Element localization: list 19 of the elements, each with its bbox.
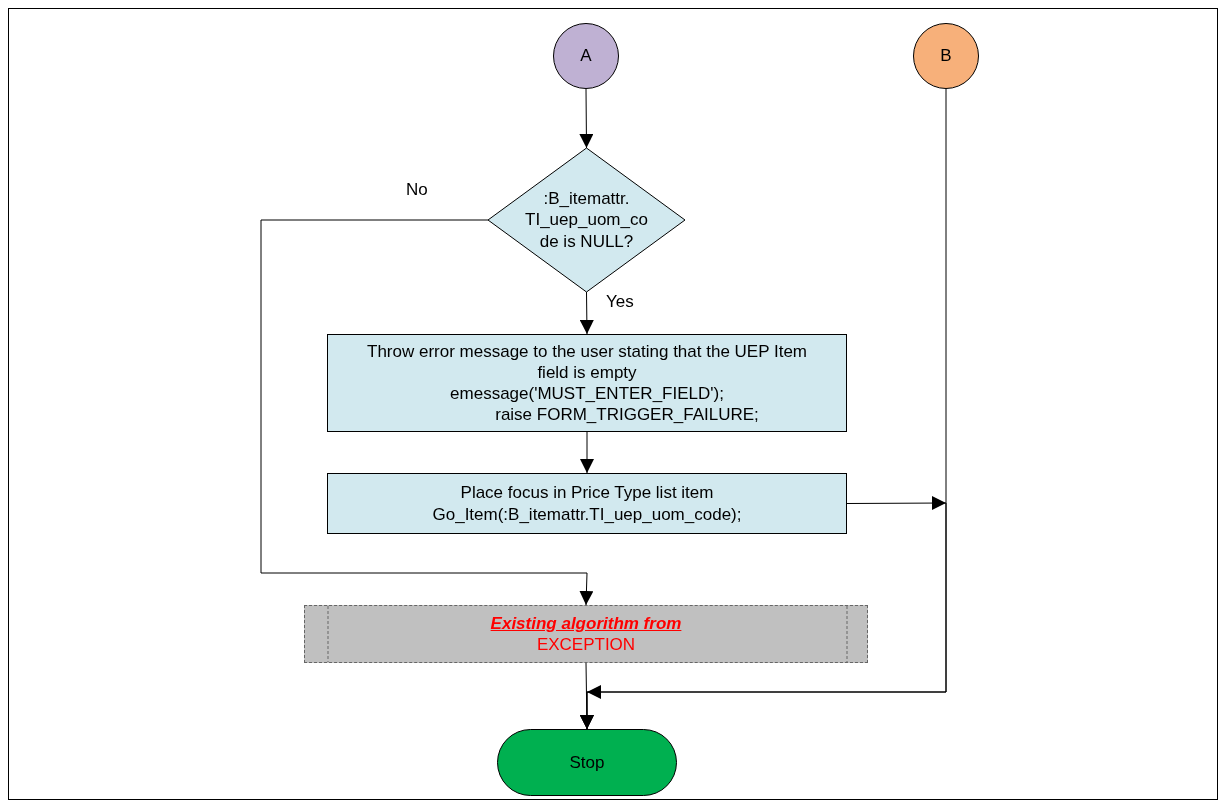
node-text: EXCEPTION — [536, 634, 636, 656]
code-text: Go_Item(:B_itemattr.TI_uep_uom_code); — [432, 503, 742, 525]
node-text: Existing algorithm from — [490, 612, 682, 634]
node-text: A — [580, 45, 592, 67]
node-text: :B_itemattr. TI_uep_uom_co de is NULL? — [524, 188, 649, 252]
node-text: Place focus in Price Type list item — [460, 482, 714, 504]
process-box — [327, 473, 847, 534]
arrow — [579, 662, 594, 730]
decision-diamond — [488, 148, 685, 292]
arrow — [260, 219, 594, 606]
process-box — [327, 334, 847, 432]
arrow — [580, 431, 594, 474]
node-text: B — [940, 45, 952, 67]
predefined-process-box — [304, 605, 868, 663]
node-text: Stop — [569, 751, 605, 774]
code-text: raise FORM_TRIGGER_FAILURE; — [494, 404, 759, 426]
code-text: emessage('MUST_ENTER_FIELD'); — [450, 383, 724, 405]
arrow — [579, 88, 594, 149]
arrow — [579, 291, 594, 335]
